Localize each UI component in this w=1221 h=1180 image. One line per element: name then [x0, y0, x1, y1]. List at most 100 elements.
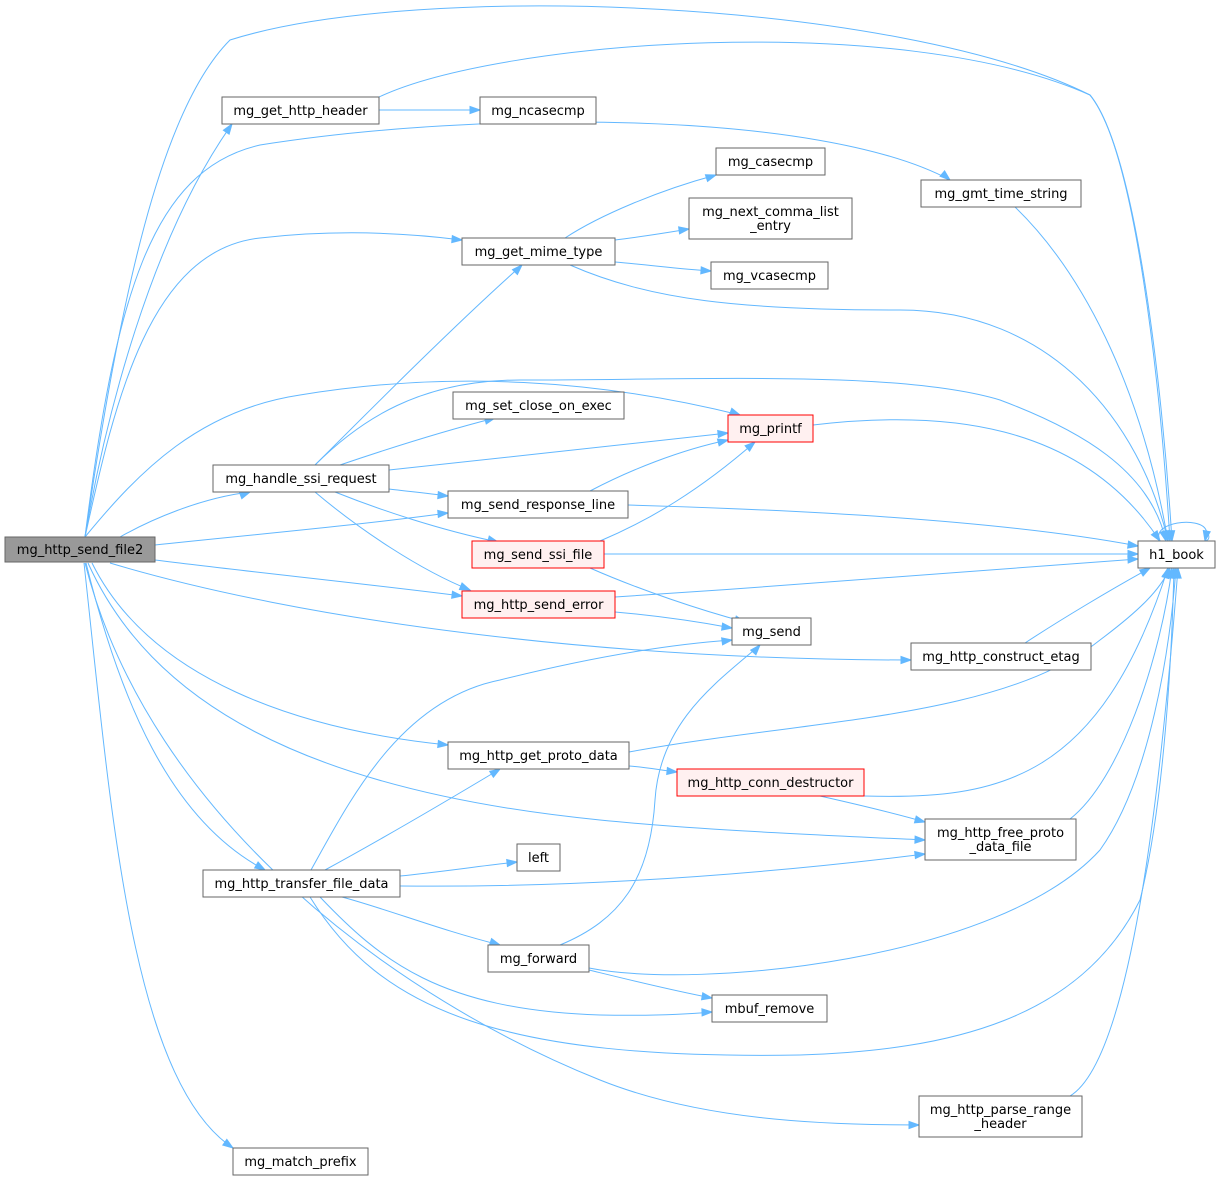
node-h1-book[interactable]: h1_book	[1137, 540, 1216, 569]
node-match-prefix[interactable]: mg_match_prefix	[232, 1147, 369, 1176]
edge-line	[1024, 567, 1151, 644]
edge-ssi_request-to-get_mime	[314, 263, 524, 466]
node-set-close[interactable]: mg_set_close_on_exec	[452, 391, 625, 420]
edge-transfer-to-left	[399, 858, 519, 877]
edge-parse_range-to-h1_book	[1069, 566, 1182, 1097]
node-label: mg_printf	[739, 422, 802, 437]
edge-line	[589, 439, 729, 492]
node-label: mg_http_conn_destructor	[688, 776, 855, 791]
edge-line	[309, 567, 1175, 1056]
node-label: mg_gmt_time_string	[934, 187, 1067, 202]
node-label: mg_send_response_line	[461, 498, 615, 513]
node-label: mg_handle_ssi_request	[225, 472, 376, 487]
edge-transfer-to-proto_data	[324, 768, 502, 871]
node-send-error[interactable]: mg_http_send_error	[461, 590, 616, 619]
edge-send_file2-to-get_mime	[84, 232, 464, 538]
edge-send_file2-to-etag	[109, 562, 913, 665]
edge-line	[341, 896, 501, 946]
node-label: _entry	[749, 219, 791, 234]
node-label: mg_http_send_file2	[17, 543, 143, 558]
edge-send_error-to-send	[614, 611, 734, 631]
node-send[interactable]: mg_send	[731, 617, 812, 646]
arrowhead-icon	[437, 739, 450, 749]
edge-line	[819, 795, 926, 823]
arrowhead-icon	[1161, 566, 1170, 580]
node-transfer[interactable]: mg_http_transfer_file_data	[202, 869, 401, 898]
arrowhead-icon	[744, 441, 757, 452]
node-parse-range[interactable]: mg_http_parse_range_header	[918, 1095, 1083, 1138]
edge-line	[91, 562, 449, 746]
node-forward[interactable]: mg_forward	[487, 944, 590, 973]
edge-line	[863, 567, 1169, 797]
arrowhead-icon	[451, 234, 464, 244]
node-label: mg_send	[742, 625, 801, 640]
node-proto-data[interactable]: mg_http_get_proto_data	[447, 741, 630, 770]
node-box	[516, 843, 561, 872]
edge-send_error-to-h1_book	[614, 555, 1140, 598]
node-label: h1_book	[1149, 548, 1204, 563]
node-label: mg_http_send_error	[474, 598, 604, 613]
edge-send_file2-to-get_http_header	[84, 122, 233, 538]
node-box	[232, 1147, 369, 1176]
arrowhead-icon	[437, 490, 450, 500]
arrowhead-icon	[721, 637, 734, 646]
node-send-file2[interactable]: mg_http_send_file2	[4, 536, 156, 563]
node-box	[727, 414, 814, 443]
node-casecmp[interactable]: mg_casecmp	[715, 147, 826, 176]
arrowhead-icon	[458, 582, 472, 591]
edge-line	[109, 562, 912, 661]
edge-forward-to-send	[559, 643, 762, 946]
edge-send_file2-to-parse_range	[84, 562, 921, 1130]
edge-response_line-to-printf	[589, 438, 730, 492]
edge-line	[628, 567, 1171, 753]
node-etag[interactable]: mg_http_construct_etag	[910, 642, 1092, 671]
edge-ssi_request-to-set_close	[339, 416, 497, 466]
node-box	[461, 590, 616, 619]
edge-line	[589, 567, 746, 623]
arrowhead-icon	[506, 858, 519, 868]
edge-line	[627, 504, 1139, 547]
node-label: mbuf_remove	[725, 1002, 815, 1017]
edge-line	[314, 264, 523, 466]
edge-line	[334, 491, 499, 543]
edge-transfer-to-mbuf_remove	[319, 896, 714, 1017]
edge-line	[614, 611, 733, 629]
node-ssi-request[interactable]: mg_handle_ssi_request	[212, 464, 390, 493]
node-box	[461, 237, 616, 266]
node-get-mime[interactable]: mg_get_mime_type	[461, 237, 616, 266]
node-gmt-time[interactable]: mg_gmt_time_string	[920, 179, 1082, 208]
node-response-line[interactable]: mg_send_response_line	[447, 490, 629, 519]
node-printf[interactable]: mg_printf	[727, 414, 814, 443]
arrowhead-icon	[511, 263, 524, 276]
node-box	[471, 540, 605, 569]
arrowhead-icon	[908, 1120, 921, 1130]
node-label: mg_http_transfer_file_data	[214, 877, 388, 892]
edge-send_file2-to-h1_book	[84, 5, 1176, 543]
node-mbuf-remove[interactable]: mbuf_remove	[711, 994, 828, 1023]
edge-get_mime-to-casecmp	[564, 174, 718, 239]
node-label: mg_next_comma_list	[702, 205, 839, 220]
node-label: mg_forward	[500, 952, 577, 967]
node-label: mg_casecmp	[728, 155, 813, 170]
edge-line	[339, 417, 496, 466]
node-ssi-file[interactable]: mg_send_ssi_file	[471, 540, 605, 569]
arrowhead-icon	[221, 1138, 235, 1149]
node-box	[4, 536, 156, 563]
node-conn-destructor[interactable]: mg_http_conn_destructor	[676, 768, 865, 797]
edge-transfer-to-send	[310, 637, 734, 871]
node-get-http-header[interactable]: mg_get_http_header	[221, 96, 380, 125]
node-next-comma[interactable]: mg_next_comma_list_entry	[688, 197, 853, 240]
node-free-proto[interactable]: mg_http_free_proto_data_file	[924, 818, 1077, 861]
node-label: mg_http_get_proto_data	[459, 749, 618, 764]
arrowhead-icon	[222, 122, 233, 136]
arrowhead-icon	[253, 861, 267, 871]
arrowhead-icon	[1127, 540, 1140, 549]
arrowhead-icon	[1138, 567, 1152, 577]
node-vcasecmp[interactable]: mg_vcasecmp	[710, 261, 829, 290]
edge-line	[559, 644, 761, 946]
node-left[interactable]: left	[516, 843, 561, 872]
edge-conn_destructor-to-h1_book	[863, 566, 1170, 797]
node-ncasecmp[interactable]: mg_ncasecmp	[479, 96, 597, 125]
edge-line	[1158, 521, 1210, 542]
edge-line	[84, 380, 741, 538]
